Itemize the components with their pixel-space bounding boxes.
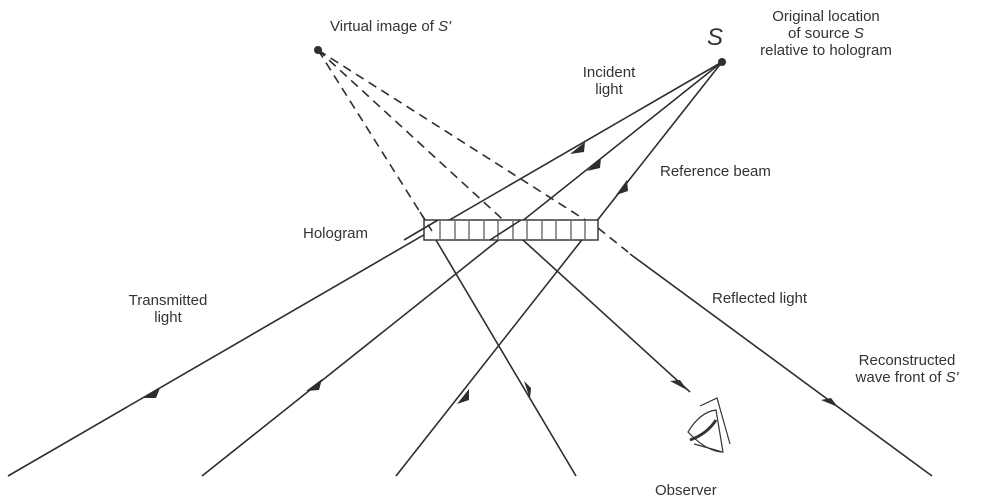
arrowhead-transmitted-1 — [144, 388, 160, 398]
transmitted-light-label: Transmitted light — [116, 292, 220, 326]
hologram-plate — [423, 219, 599, 241]
dash-over-plate — [419, 211, 433, 232]
observer-eye-icon — [687, 397, 731, 453]
arrowhead-transmitted-2 — [306, 379, 322, 391]
incident-line2: light — [595, 81, 623, 98]
reconstructed-line2: wave front of S' — [855, 369, 959, 386]
transmitted-ray-3 — [395, 61, 723, 477]
original-location-line1: Original location — [772, 8, 880, 25]
source-letter: S — [707, 24, 724, 51]
virtual-image-line-3 — [317, 49, 599, 229]
hologram-label: Hologram — [303, 225, 369, 242]
virtual-image-text: Virtual image of — [330, 18, 439, 35]
reflected-ray-1 — [429, 229, 577, 477]
virtual-image-point — [314, 46, 322, 54]
incident-light-label: Incident light — [570, 64, 648, 98]
arrowhead-reflected-3 — [821, 398, 838, 407]
arrowhead-incident-1 — [570, 142, 585, 154]
transmitted-ray-2 — [201, 61, 723, 477]
ray-over-plate-1 — [403, 219, 439, 241]
virtual-image-label: Virtual image of S' — [330, 18, 451, 35]
reflected-light-label: Reflected light — [712, 290, 808, 307]
ray-over-plate-2 — [489, 219, 522, 241]
transmitted-ray-1 — [7, 61, 723, 477]
original-location-line3: relative to hologram — [760, 42, 892, 59]
original-location-line2: of source S — [788, 25, 864, 42]
transmitted-line1: Transmitted — [128, 292, 208, 309]
arrowhead-reflected-1 — [524, 381, 531, 399]
arrowhead-reflected-2 — [670, 380, 687, 390]
reconstructed-line1: Reconstructed — [858, 352, 956, 369]
arrowhead-incident-2 — [587, 158, 601, 171]
reconstructed-wavefront-label: Reconstructed wave front of S' — [832, 352, 982, 386]
virtual-image-symbol: S' — [438, 18, 451, 35]
source-point — [718, 58, 726, 66]
virtual-image-line-4 — [597, 227, 629, 253]
reflected-ray-2 — [511, 229, 691, 393]
observer-label: Observer — [655, 482, 717, 499]
incident-line1: Incident — [582, 64, 636, 81]
virtual-image-line-1 — [317, 49, 431, 229]
original-location-label: Original location of source S relative t… — [726, 8, 926, 59]
arrowhead-transmitted-3 — [457, 389, 469, 404]
transmitted-line2: light — [154, 309, 182, 326]
arrowhead-incident-3 — [616, 180, 628, 195]
reference-beam-label: Reference beam — [660, 163, 771, 180]
reflected-ray-3 — [629, 253, 933, 477]
